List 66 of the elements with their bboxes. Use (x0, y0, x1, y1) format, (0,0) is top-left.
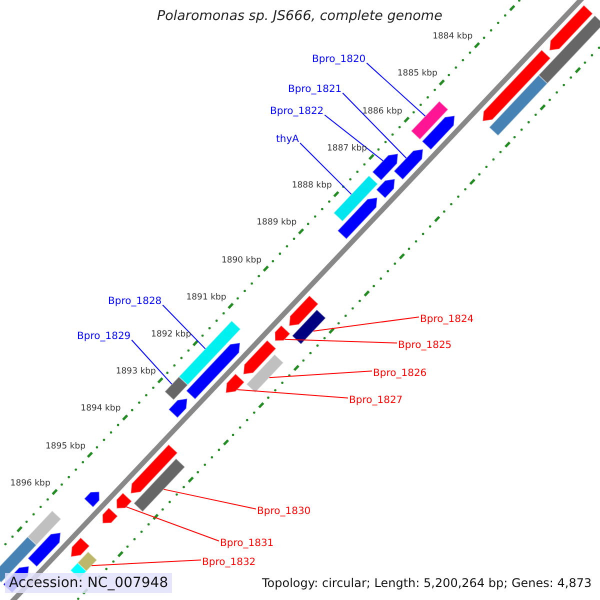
gene-block (538, 14, 600, 84)
scale-label: 1890 kbp (221, 256, 262, 264)
leader-line (162, 304, 206, 350)
leader-line (324, 114, 384, 162)
scale-label: 1886 kbp (362, 107, 402, 116)
scale-label: 1887 kbp (327, 144, 368, 153)
leader-line (126, 506, 220, 542)
scale-label: 1885 kbp (397, 70, 438, 78)
gene-feature (372, 153, 398, 181)
gene-block (133, 458, 186, 512)
gene-feature (274, 324, 291, 342)
gene-feature (549, 4, 594, 51)
genome-info-text: Topology: circular; Length: 5,200,264 bp; Genes: 4,873 (262, 577, 592, 589)
gene-feature (168, 398, 188, 418)
scale-label: 1896 kbp (10, 479, 50, 488)
gene-label: Bpro_1824 (420, 315, 474, 325)
gene-label: Bpro_1829 (77, 332, 131, 342)
gene-label: Bpro_1825 (398, 341, 452, 351)
gene-feature (376, 178, 396, 199)
scale-label: 1894 kbp (80, 404, 121, 414)
gene-label: thyA (276, 135, 300, 145)
gene-label: Bpro_1830 (257, 507, 311, 517)
gene-feature (84, 491, 100, 508)
gene-label: Bpro_1826 (373, 369, 427, 379)
leader-line (342, 92, 407, 159)
gene-label: Bpro_1831 (220, 539, 274, 549)
leader-line (300, 142, 352, 195)
gene-label: Bpro_1828 (108, 297, 162, 307)
gene-label: Bpro_1832 (202, 558, 256, 568)
gene-feature (102, 507, 118, 524)
gene-feature (186, 342, 241, 400)
map-title: Polaromonas sp. JS666, complete genome (157, 10, 442, 24)
scale-label: 1893 kbp (116, 368, 156, 376)
gene-label: Bpro_1827 (349, 396, 403, 406)
gene-feature (336, 197, 378, 240)
gene-block (246, 354, 284, 394)
gene-feature (70, 536, 90, 558)
gene-feature (482, 49, 552, 122)
gene-feature (288, 294, 319, 326)
scale-label: 1884 kbp (432, 32, 473, 42)
gene-block (488, 74, 548, 136)
scale-label: 1895 kbp (45, 442, 86, 451)
gene-block (178, 320, 242, 386)
scale-label: 1888 kbp (292, 182, 332, 190)
leader-line (236, 389, 348, 398)
gene-block (164, 376, 188, 401)
scale-label: 1889 kbp (256, 218, 297, 228)
gene-label: Bpro_1822 (270, 107, 324, 117)
gene-block (292, 309, 326, 345)
gene-block (26, 510, 62, 546)
gene-feature (421, 115, 456, 150)
leader-line (312, 316, 420, 332)
accession-text: Accession: NC_007948 (5, 573, 172, 593)
gene-feature (27, 532, 62, 568)
gene-feature (393, 148, 424, 180)
gene-label: Bpro_1821 (288, 85, 342, 95)
gene-block (333, 175, 378, 222)
scale-label: 1892 kbp (151, 330, 192, 339)
gene-feature (130, 444, 178, 494)
gene-label: Bpro_1820 (312, 55, 366, 65)
leader-line (268, 370, 372, 378)
gene-block (410, 100, 449, 140)
leader-line (284, 338, 398, 344)
leader-line (163, 488, 256, 510)
scale-label: 1891 kbp (186, 293, 226, 302)
leader-line (366, 62, 426, 117)
